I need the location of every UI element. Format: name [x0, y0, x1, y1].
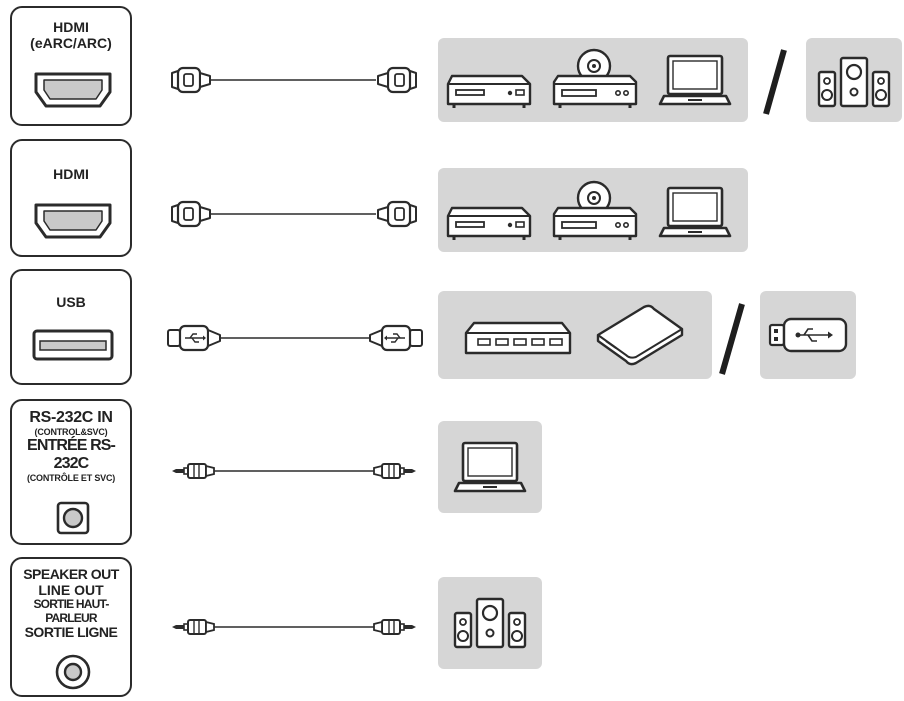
port-label-line: SPEAKER OUT	[23, 566, 119, 582]
blu-ray-player-icon	[446, 206, 532, 242]
dvd-player-icon	[552, 48, 638, 110]
device-panel	[438, 421, 542, 513]
rs232c-jack-port-icon	[56, 501, 90, 535]
port-label-line: HDMI	[53, 166, 89, 182]
laptop-icon	[453, 441, 527, 493]
speaker-out-jack-port-icon	[55, 654, 91, 690]
port-label-line: ENTRÉE RS-232C	[27, 436, 116, 472]
usb-port-icon	[32, 329, 114, 361]
hdmi-cable	[170, 66, 418, 94]
hdmi-port-icon	[34, 72, 112, 108]
port-card-rs232c: RS-232C IN (CONTROL&SVC) ENTRÉE RS-232C …	[10, 399, 132, 545]
port-label-line: HDMI	[53, 19, 89, 35]
port-label: HDMI (eARC/ARC)	[12, 19, 130, 51]
speaker-system-icon	[453, 597, 527, 649]
port-label: USB	[12, 294, 130, 311]
speaker-system-icon	[817, 56, 891, 108]
usb-hub-icon	[464, 321, 572, 355]
or-separator-icon	[763, 49, 787, 115]
laptop-icon	[658, 54, 732, 106]
dvd-player-icon	[552, 180, 638, 242]
external-hard-drive-icon	[596, 304, 684, 366]
port-card-hdmi-earc: HDMI (eARC/ARC)	[10, 6, 132, 126]
port-label: HDMI	[12, 166, 130, 183]
stereo-jack-cable	[171, 463, 417, 479]
port-label-line: SORTIE HAUT-PARLEUR	[33, 597, 109, 625]
hdmi-port-icon	[34, 203, 112, 239]
port-label-line: SORTIE LIGNE	[24, 624, 118, 641]
port-label-line: LINE OUT	[38, 581, 104, 598]
port-label: RS-232C IN (CONTROL&SVC) ENTRÉE RS-232C …	[12, 409, 130, 483]
device-panel	[438, 291, 712, 379]
port-label-line: RS-232C IN	[29, 409, 113, 426]
port-card-usb: USB	[10, 269, 132, 385]
port-label-line: (eARC/ARC)	[30, 34, 112, 51]
port-label-line: (CONTRÔLE ET SVC)	[26, 472, 116, 483]
or-separator-icon	[719, 303, 745, 375]
port-label-line: (CONTROL&SVC)	[34, 426, 108, 437]
stereo-jack-cable	[171, 619, 417, 635]
usb-cable	[166, 324, 424, 352]
hdmi-cable	[170, 200, 418, 228]
laptop-icon	[658, 186, 732, 238]
port-label: SPEAKER OUT LINE OUT SORTIE HAUT-PARLEUR…	[12, 566, 130, 641]
port-card-hdmi: HDMI	[10, 139, 132, 257]
device-panel	[438, 577, 542, 669]
device-panel-alt	[760, 291, 856, 379]
device-panel-alt	[806, 38, 902, 122]
port-label-line: USB	[56, 294, 86, 310]
port-card-speaker-out: SPEAKER OUT LINE OUT SORTIE HAUT-PARLEUR…	[10, 557, 132, 697]
device-panel	[438, 38, 748, 122]
usb-flash-drive-icon	[768, 317, 848, 353]
blu-ray-player-icon	[446, 74, 532, 110]
device-panel	[438, 168, 748, 252]
